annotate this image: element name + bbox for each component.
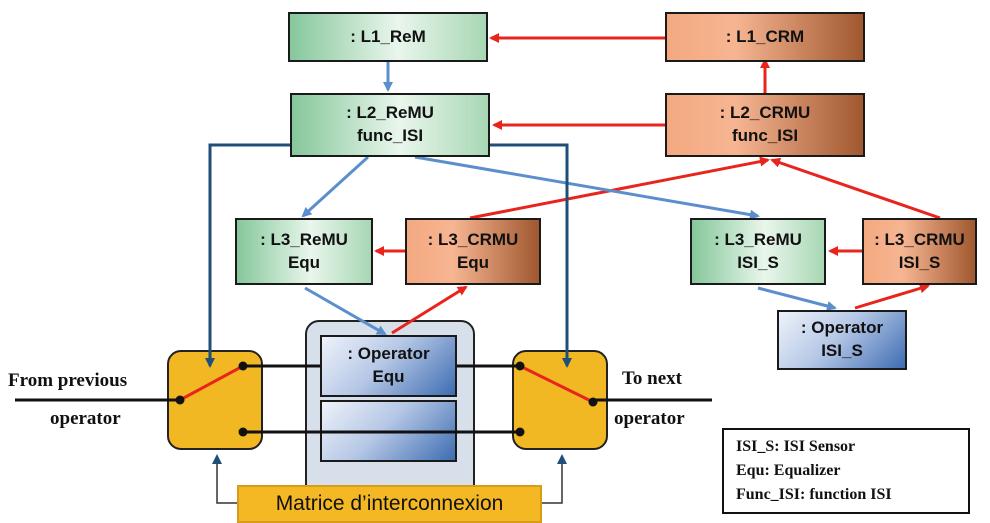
operator-isi-box: : Operator ISI_S — [777, 310, 907, 370]
matrix-to-input-switch — [212, 454, 237, 504]
l1-rem-box: : L1_ReM — [288, 12, 488, 62]
arrow-l2remu-to-l3remu-isi — [414, 155, 760, 220]
l3-crmu-isi-title: : L3_CRMU — [874, 229, 965, 249]
operator-equ-box: : Operator Equ — [320, 335, 457, 397]
l3-remu-equ-title: : L3_ReMU — [260, 229, 348, 249]
input-switch-contact-in — [175, 395, 185, 405]
l2-remu-title: : L2_ReMU — [346, 103, 434, 123]
l1-rem-title: : L1_ReM — [350, 26, 426, 46]
output-switch-contact-bottom — [515, 427, 525, 437]
l2-crmu-box: : L2_CRMU func_ISI — [665, 93, 865, 157]
operator-isi-name: ISI_S — [821, 341, 863, 360]
output-switch-lever — [519, 364, 594, 404]
legend-entry-isi-s: ISI_S: ISI Sensor — [736, 438, 856, 455]
l1-crm-box: : L1_CRM — [665, 12, 865, 62]
l2-crmu-title: : L2_CRMU — [719, 103, 811, 123]
arrow-l2remu-to-output-switch — [490, 143, 572, 368]
arrow-l3remu-equ-to-opequ — [304, 286, 387, 336]
arrow-l3remu-isi-to-opisi — [757, 286, 837, 311]
l3-remu-equ-box: : L3_ReMU Equ — [235, 218, 373, 285]
operator-isi-title: : Operator — [800, 318, 884, 338]
from-previous-label: From previous — [8, 370, 128, 391]
l3-crmu-equ-title: : L3_CRMU — [427, 229, 519, 249]
l3-crmu-equ-box: : L3_CRMU Equ — [405, 218, 541, 285]
output-switch-contact-top — [515, 361, 525, 371]
interconnection-matrix-label: Matrice d’interconnexion — [275, 492, 504, 515]
to-next-label: To next — [622, 368, 683, 389]
output-switch-contact-out — [588, 397, 598, 407]
legend-entry-equ: Equ: Equalizer — [736, 462, 841, 479]
l2-remu-function: func_ISI — [356, 126, 424, 145]
input-switch-contact-bottom — [238, 427, 248, 437]
input-switch-contact-top — [238, 361, 248, 371]
matrix-to-output-switch — [542, 454, 567, 504]
legend-box: ISI_S: ISI Sensor Equ: Equalizer Func_IS… — [722, 428, 970, 514]
l3-crmu-isi-box: : L3_CRMU ISI_S — [862, 218, 977, 285]
arrow-opequ-to-l3crmu-equ — [391, 285, 468, 335]
legend-entry-func-isi: Func_ISI: function ISI — [736, 486, 892, 503]
l2-remu-box: : L2_ReMU func_ISI — [290, 93, 490, 157]
l3-crmu-equ-name: Equ — [456, 252, 490, 272]
arrow-l2remu-to-input-switch — [205, 143, 290, 368]
from-previous-operator-label: operator — [50, 408, 121, 429]
arrow-l3crmu-equ-to-l2crmu — [469, 156, 770, 220]
l3-remu-equ-name: Equ — [287, 252, 321, 272]
arrow-l3crmu-isi-to-l2crmu — [770, 157, 941, 220]
l3-remu-isi-name: ISI_S — [737, 252, 779, 272]
operator-equ-name: Equ — [372, 367, 405, 386]
to-next-operator-label: operator — [614, 408, 685, 429]
interconnection-matrix: Matrice d’interconnexion — [237, 485, 542, 523]
operator-equ-title: : Operator — [347, 344, 430, 364]
l3-remu-isi-title: : L3_ReMU — [714, 229, 802, 249]
l3-remu-isi-box: : L3_ReMU ISI_S — [690, 218, 826, 285]
arrow-opisi-to-l3crmu-isi — [854, 283, 930, 310]
input-switch-lever — [179, 364, 244, 402]
l2-crmu-function: func_ISI — [731, 126, 799, 145]
l3-crmu-isi-name: ISI_S — [898, 252, 941, 272]
l1-crm-title: : L1_CRM — [725, 26, 805, 46]
arrow-l2remu-to-l3remu-equ — [301, 155, 370, 218]
